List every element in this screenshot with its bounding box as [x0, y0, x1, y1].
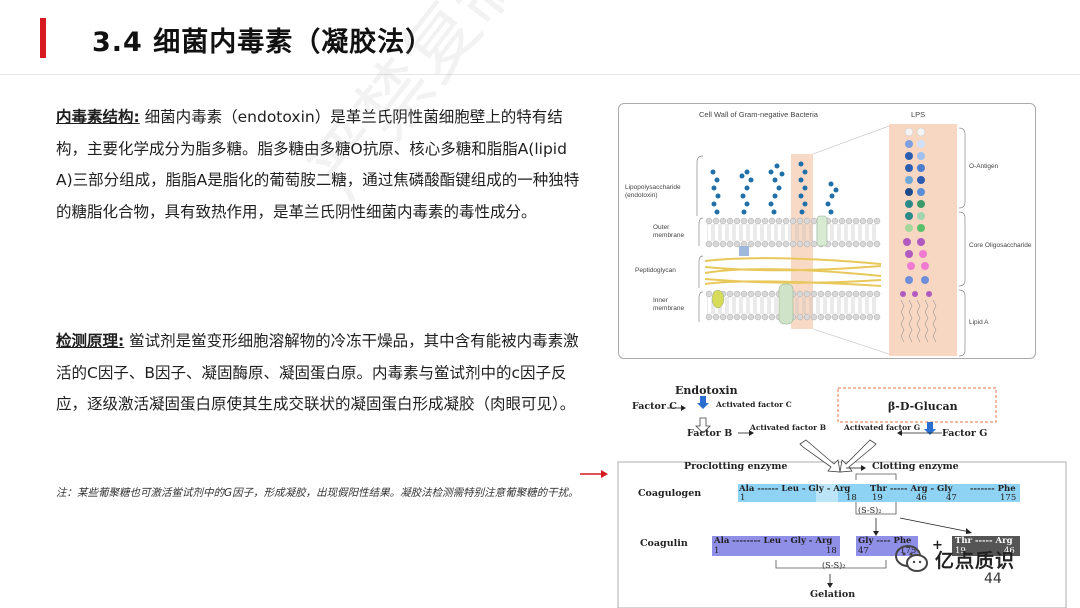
coagulin-c-num-46: 46 [1004, 546, 1015, 556]
ss-bond-label: (S-S)₂ [858, 506, 882, 515]
glucan-label: β-D-Glucan [888, 400, 958, 413]
principle-lead: 检测原理: [56, 332, 125, 350]
activated-factor-g-label: Activated factor G [844, 423, 921, 432]
plus-sign: + [932, 538, 943, 553]
coagulogen-num-1: 1 [740, 493, 746, 503]
cascade-arrows [617, 387, 1067, 608]
label-inner-membrane: Inner membrane [653, 297, 685, 312]
cell-wall-illustration [696, 124, 966, 357]
title-divider [0, 74, 1080, 75]
note-text: 注：某些葡聚糖也可激活鲎试剂中的G因子，形成凝胶，出现假阳性结果。凝胶法检测需特… [56, 487, 579, 499]
label-peptidoglycan: Peptidoglycan [635, 267, 676, 274]
coagulin-seg-a: Ala -------- Leu - Gly - Arg [714, 536, 833, 546]
structure-paragraph: 内毒素结构: 细菌内毒素（endotoxin）是革兰氏阴性菌细胞壁上的特有结构，… [56, 102, 586, 228]
clotting-enzyme-label: Clotting enzyme [872, 461, 959, 472]
slide-title: 3.4 细菌内毒素（凝胶法） [92, 27, 434, 58]
title-accent-bar [40, 18, 46, 58]
lps-title: LPS [911, 110, 926, 119]
endotoxin-label: Endotoxin [675, 384, 738, 397]
label-core-oligosaccharide: Core Oligosaccharide [969, 242, 1032, 249]
coagulin-label: Coagulin [640, 538, 688, 549]
factor-c-label: Factor C [632, 401, 677, 412]
factor-b-label: Factor B [687, 428, 733, 439]
label-outer-membrane: Outer membrane [653, 224, 685, 239]
activated-factor-b-label: Activated factor B [750, 423, 827, 432]
brand-logo: 亿点质识 [895, 544, 1015, 574]
coagulogen-seg-2: Thr ----- Arg - Gly [870, 484, 953, 494]
coagulogen-num-46: 46 [916, 493, 927, 503]
structure-lead: 内毒素结构: [56, 108, 140, 126]
cell-wall-figure: Cell Wall of Gram-negative Bacteria LPS … [618, 103, 1036, 359]
coagulin-a-num-1: 1 [714, 546, 720, 556]
label-lipid-a: Lipid A [969, 319, 989, 326]
brand-name: 亿点质识 [935, 549, 1016, 572]
red-arrow-icon [580, 470, 608, 478]
coagulin-seg-c: Thr ----- Arg [955, 536, 1013, 546]
coagulogen-seg-3: ------- Phe [970, 484, 1016, 494]
coagulin-b-num-175: 175 [900, 546, 917, 556]
coagulogen-seg-1: Ala ------ Leu - Gly - Arg [739, 484, 851, 494]
factor-g-label: Factor G [942, 428, 988, 439]
label-o-antigen: O-Antigen [969, 163, 999, 170]
activated-factor-c-label: Activated factor C [716, 400, 792, 409]
coagulogen-num-18: 18 [846, 493, 857, 503]
coagulogen-label: Coagulogen [638, 488, 702, 499]
structure-text: 细菌内毒素（endotoxin）是革兰氏阴性菌细胞壁上的特有结构，主要化学成分为… [56, 108, 580, 221]
principle-text: 鲎试剂是鲎变形细胞溶解物的冷冻干燥品，其中含有能被内毒素激活的C因子、B因子、凝… [56, 332, 579, 413]
coagulin-seg-b: Gly ---- Phe [858, 536, 912, 546]
page-number: 44 [984, 571, 1002, 587]
ss-bond-label-2: (S-S)₂ [822, 561, 846, 570]
coagulogen-num-19: 19 [872, 493, 883, 503]
coagulogen-num-47: 47 [946, 493, 957, 503]
proclotting-enzyme-label: Proclotting enzyme [684, 461, 788, 472]
wechat-icon [895, 545, 928, 572]
principle-paragraph: 检测原理: 鲎试剂是鲎变形细胞溶解物的冷冻干燥品，其中含有能被内毒素激活的C因子… [56, 326, 586, 421]
coagulogen-num-175: 175 [1000, 493, 1017, 503]
coagulation-cascade-diagram: Endotoxin Factor C Activated factor C Fa… [600, 368, 1070, 608]
cell-wall-title: Cell Wall of Gram-negative Bacteria [699, 110, 818, 119]
coagulin-c-num-19: 19 [955, 546, 966, 556]
gelation-label: Gelation [810, 589, 856, 600]
coagulin-a-num-18: 18 [826, 546, 837, 556]
label-lps: Lipopolysaccharide (endotoxin) [625, 184, 681, 199]
coagulin-b-num-47: 47 [858, 546, 869, 556]
